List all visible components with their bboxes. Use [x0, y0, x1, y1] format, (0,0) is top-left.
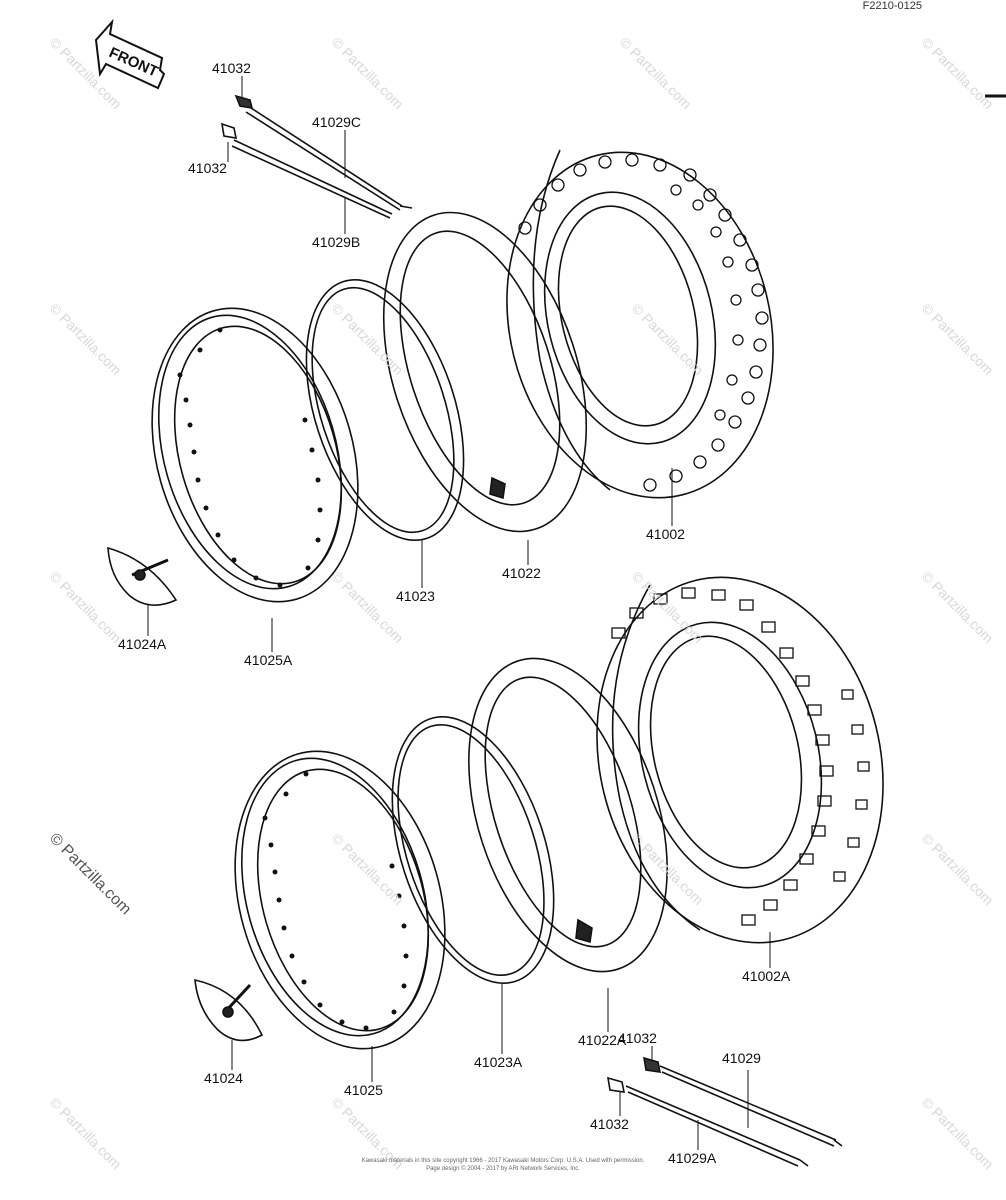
spokes-41029c-41029b: [220, 94, 413, 219]
part-label[interactable]: 41002A: [742, 968, 791, 984]
part-label[interactable]: 41025: [344, 1082, 383, 1098]
part-label[interactable]: 41029: [722, 1050, 761, 1066]
front-arrow-icon: FRONT: [94, 18, 166, 90]
part-label[interactable]: 41022A: [578, 1032, 627, 1048]
part-label[interactable]: 41032: [590, 1116, 629, 1132]
part-label[interactable]: 41002: [646, 526, 685, 542]
rim-band-41023a: [391, 716, 555, 984]
diagram-code: F2210-0125: [862, 0, 922, 12]
part-label[interactable]: 41022: [502, 565, 541, 581]
rim-41025a: [151, 307, 359, 603]
part-label[interactable]: 41029C: [312, 114, 362, 130]
part-label[interactable]: 41024: [204, 1070, 243, 1086]
copyright-line: Page design © 2004 - 2017 by ARI Network…: [426, 1166, 580, 1172]
spokes-41029-41029a: [607, 1056, 843, 1167]
part-label[interactable]: 41029A: [668, 1150, 717, 1166]
part-label[interactable]: 41029B: [312, 234, 361, 250]
part-label[interactable]: 41023A: [474, 1054, 523, 1070]
part-label[interactable]: 41032: [212, 60, 251, 76]
tube-41022: [382, 211, 588, 533]
part-label[interactable]: 41025A: [244, 652, 293, 668]
rim-41025: [234, 750, 446, 1050]
rim-lock-41024a: [107, 546, 178, 606]
tire-41002: [506, 149, 774, 499]
tube-41022a: [468, 657, 668, 973]
rim-lock-41024: [194, 978, 264, 1042]
part-label[interactable]: 41023: [396, 588, 435, 604]
rim-band-41023: [305, 278, 465, 542]
part-label[interactable]: 41024A: [118, 636, 167, 652]
part-label[interactable]: 41032: [618, 1030, 657, 1046]
tire-41002a: [596, 576, 884, 944]
copyright-line: Kawasaki materials in this site copyrigh…: [361, 1158, 645, 1164]
part-label[interactable]: 41032: [188, 160, 227, 176]
